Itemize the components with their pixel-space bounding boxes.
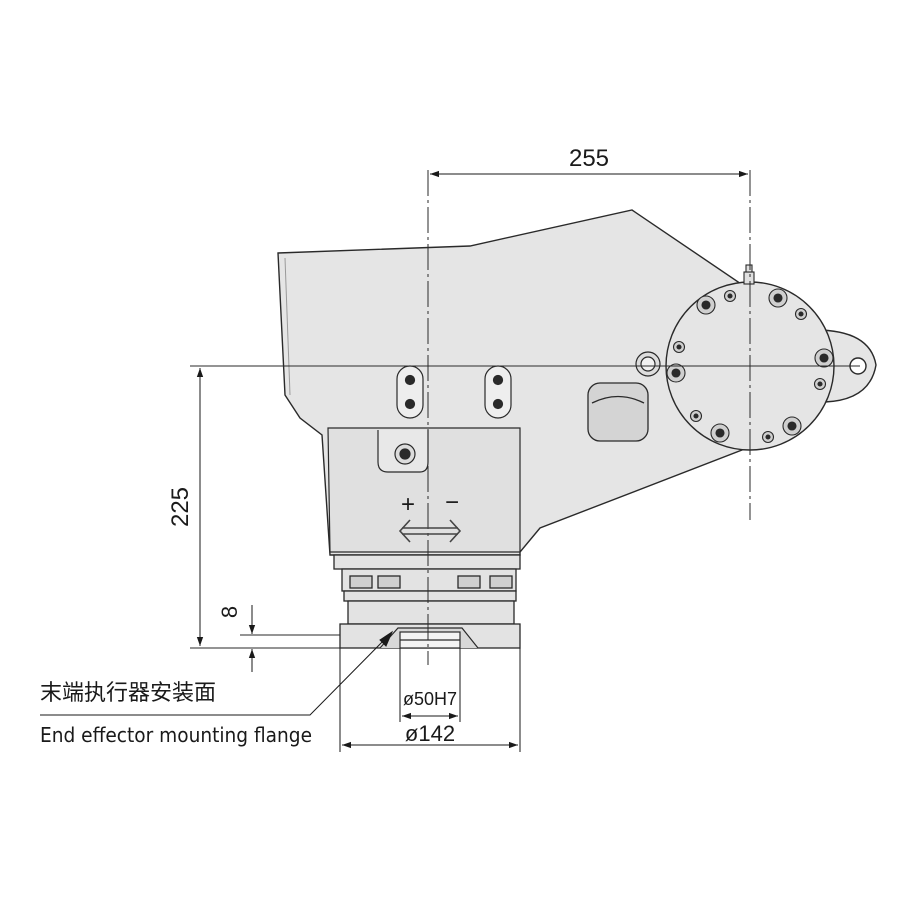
dimension-flange-diameter <box>339 648 521 752</box>
grease-nipple <box>743 264 755 285</box>
cap-bolts <box>666 288 834 444</box>
center-lines <box>190 170 860 665</box>
dimension-255: 255 <box>430 145 748 178</box>
dim-bore-label: ø50H7 <box>403 689 457 709</box>
double-arrow-icon <box>398 519 462 543</box>
dim-8-label: 8 <box>217 606 242 618</box>
dim-flange-label: ø142 <box>405 721 455 746</box>
flange-leader <box>40 630 394 716</box>
flange-label-en: End effector mounting flange <box>40 723 312 747</box>
dim-255-label: 255 <box>569 145 609 172</box>
neck-panel <box>327 427 521 553</box>
mounting-face <box>379 627 479 649</box>
minus-mark: − <box>445 489 459 516</box>
ring-boss <box>635 351 661 377</box>
dim-225-label: 225 <box>167 487 194 527</box>
dimension-225: 225 <box>167 368 204 646</box>
bracket-plate <box>377 430 429 473</box>
plus-mark: + <box>401 491 415 518</box>
dimension-bore <box>399 648 461 722</box>
slotted-hole-left <box>396 365 424 419</box>
top-edge <box>284 257 291 396</box>
slotted-hole-right <box>484 365 512 419</box>
window-recess <box>587 382 649 442</box>
flange-label-cn: 末端执行器安装面 <box>40 681 216 706</box>
